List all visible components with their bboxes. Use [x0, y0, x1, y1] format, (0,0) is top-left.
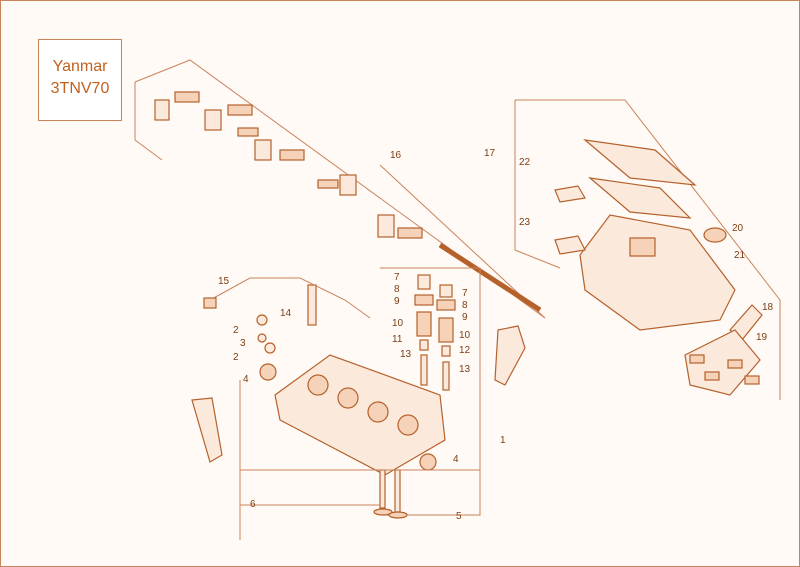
callout-label: 9: [394, 296, 400, 307]
callout-label: 3: [240, 338, 246, 349]
callout-label: 13: [400, 349, 412, 360]
valve-spring-part: [438, 317, 454, 343]
callout-label: 9: [462, 312, 468, 323]
callout-label: 13: [459, 364, 471, 375]
connector-part: [203, 297, 217, 309]
model-label: 3TNV70: [50, 80, 110, 97]
callout-label: 7: [394, 272, 400, 283]
rocker-arm-part: [397, 227, 423, 239]
oil-filler-part: [629, 237, 656, 257]
callout-label: 23: [519, 217, 531, 228]
callout-label: 15: [218, 276, 230, 287]
callout-label: 6: [250, 499, 256, 510]
rocker-arm-part: [227, 104, 253, 116]
lifting-eye-part: [191, 397, 223, 463]
retainer-part: [414, 294, 434, 306]
cylinder-head-part: [274, 354, 446, 476]
callout-label: 20: [732, 223, 744, 234]
breather-part: [554, 235, 586, 255]
stem-seal-part: [419, 339, 429, 351]
spring-part: [237, 127, 259, 137]
rocker-bracket-part: [339, 174, 357, 196]
rocker-bracket-part: [377, 214, 395, 238]
rocker-shaft-part: [438, 242, 542, 313]
breather-part: [554, 185, 586, 203]
brand-label: Yanmar: [52, 58, 108, 75]
callout-label: 10: [392, 318, 404, 329]
cover-gasket-part: [588, 177, 692, 219]
callout-label: 4: [243, 374, 249, 385]
callout-label: 17: [484, 148, 496, 159]
valve-part: [394, 469, 401, 513]
valve-train-group: [380, 267, 481, 516]
spring-part: [317, 179, 339, 189]
callout-label: 8: [462, 300, 468, 311]
callout-label: 4: [453, 454, 459, 465]
callout-label: 22: [519, 157, 531, 168]
callout-label: 21: [734, 250, 746, 261]
plug-part: [419, 453, 437, 471]
rocker-bracket-part: [254, 139, 272, 161]
retainer-part: [436, 299, 456, 311]
valve-spring-part: [416, 311, 432, 337]
valve-guide-part: [442, 361, 450, 391]
rocker-bracket-part: [154, 99, 170, 121]
rocker-assembly-group: [134, 59, 546, 319]
callout-label: 12: [459, 345, 471, 356]
cylinder-head-group: [191, 277, 526, 540]
valve-cover-group: [514, 99, 781, 400]
callout-label: 18: [762, 302, 774, 313]
callout-label: 10: [459, 330, 471, 341]
valve-cap-part: [439, 284, 453, 298]
valve-guide-part: [420, 354, 428, 386]
washer-part: [256, 314, 268, 326]
stem-seal-part: [441, 345, 451, 357]
callout-label: 16: [390, 150, 402, 161]
oil-cap-part: [703, 227, 727, 243]
valve-part: [379, 469, 386, 509]
glow-plug-part: [307, 284, 317, 326]
callout-label: 19: [756, 332, 768, 343]
rocker-arm-part: [279, 149, 305, 161]
washer-part: [264, 342, 276, 354]
callout-label: 8: [394, 284, 400, 295]
rocker-arm-part: [174, 91, 200, 103]
valve-cover-part: [579, 214, 736, 331]
callout-label: 2: [233, 325, 239, 336]
valve-cap-part: [417, 274, 431, 290]
washer-part: [257, 333, 267, 343]
plug-part: [259, 363, 277, 381]
callout-label: 5: [456, 511, 462, 522]
callout-label: 1: [500, 435, 506, 446]
lifting-eye-part: [494, 325, 526, 386]
callout-label: 2: [233, 352, 239, 363]
rocker-bracket-part: [204, 109, 222, 131]
callout-label: 14: [280, 308, 292, 319]
callout-label: 7: [462, 288, 468, 299]
callout-label: 11: [392, 334, 403, 345]
callout-labels: 1 2 2 3 4 4 5 6 7 7 8 8 9 9 10 10 11 12 …: [218, 148, 774, 522]
cover-gasket-part: [583, 139, 697, 186]
model-title-box: Yanmar 3TNV70: [38, 39, 122, 121]
